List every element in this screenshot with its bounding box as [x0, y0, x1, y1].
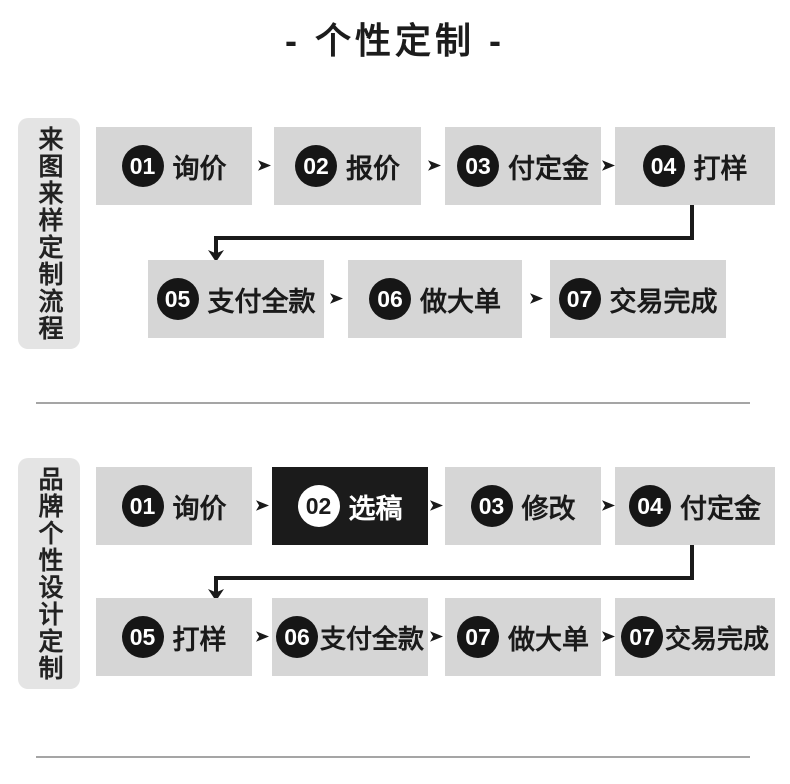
arrow-right-icon — [256, 631, 269, 642]
section-divider — [36, 756, 750, 758]
step-number-badge: 07 — [620, 616, 663, 658]
step-label: 交易完成 — [609, 286, 718, 317]
connector-line-vertical — [690, 205, 694, 240]
step-box: 07 交易完成 — [550, 260, 726, 338]
step-number-badge: 04 — [629, 485, 671, 527]
step-label: 选稿 — [348, 493, 403, 524]
step-box-highlighted: 02 选稿 — [272, 467, 428, 545]
arrow-right-icon — [602, 160, 615, 171]
step-number-badge: 06 — [369, 278, 411, 320]
step-label: 支付全款 — [319, 623, 424, 654]
step-box: 06 做大单 — [348, 260, 522, 338]
section-label-brand-design: 品牌个性设计定制 — [18, 458, 80, 689]
step-number-badge: 05 — [156, 278, 199, 320]
section-label-sample-process: 来图来样定制流程 — [18, 118, 80, 349]
step-box: 02 报价 — [274, 127, 421, 205]
page-title: - 个性定制 - — [285, 20, 505, 61]
arrow-right-icon — [256, 500, 269, 511]
step-number-badge: 07 — [558, 278, 601, 320]
step-label: 付定金 — [508, 153, 589, 184]
step-box: 03 修改 — [445, 467, 601, 545]
connector-line-horizontal — [214, 236, 694, 240]
step-label: 打样 — [693, 153, 748, 184]
step-label: 做大单 — [508, 624, 589, 655]
step-label: 做大单 — [420, 286, 501, 317]
step-number-badge: 04 — [642, 145, 685, 187]
step-box: 04 付定金 — [615, 467, 775, 545]
connector-line-vertical — [214, 236, 218, 254]
step-box: 07 交易完成 — [615, 598, 775, 676]
step-number-badge: 02 — [297, 485, 340, 527]
step-number-badge: 06 — [275, 616, 318, 658]
arrow-right-icon — [430, 500, 443, 511]
step-number-badge: 03 — [470, 485, 513, 527]
connector-line-vertical — [690, 545, 694, 580]
step-box: 03 付定金 — [445, 127, 601, 205]
step-label: 报价 — [346, 153, 400, 184]
connector-line-horizontal — [214, 576, 694, 580]
arrow-right-icon — [258, 160, 271, 171]
step-box: 01 询价 — [96, 467, 252, 545]
step-number-badge: 02 — [295, 145, 337, 187]
arrow-right-icon — [330, 293, 343, 304]
step-label: 支付全款 — [207, 286, 316, 317]
step-number-badge: 05 — [121, 616, 164, 658]
step-label: 询价 — [172, 153, 227, 184]
step-number-badge: 01 — [121, 485, 164, 527]
step-number-badge: 01 — [121, 145, 164, 187]
step-box: 06 支付全款 — [272, 598, 428, 676]
connector-line-vertical — [214, 576, 218, 594]
step-box: 05 打样 — [96, 598, 252, 676]
arrow-right-icon — [602, 631, 615, 642]
step-label: 付定金 — [680, 493, 761, 524]
step-label: 修改 — [521, 493, 576, 524]
step-number-badge: 07 — [457, 616, 499, 658]
step-label: 交易完成 — [664, 623, 769, 654]
section-divider — [36, 402, 750, 404]
step-box: 04 打样 — [615, 127, 775, 205]
step-label: 询价 — [172, 493, 227, 524]
step-number-badge: 03 — [457, 145, 499, 187]
step-box: 07 做大单 — [445, 598, 601, 676]
arrow-right-icon — [428, 160, 441, 171]
arrow-right-icon — [430, 631, 443, 642]
step-box: 05 支付全款 — [148, 260, 324, 338]
step-box: 01 询价 — [96, 127, 252, 205]
step-label: 打样 — [172, 624, 227, 655]
arrow-right-icon — [530, 293, 543, 304]
arrow-right-icon — [602, 500, 615, 511]
